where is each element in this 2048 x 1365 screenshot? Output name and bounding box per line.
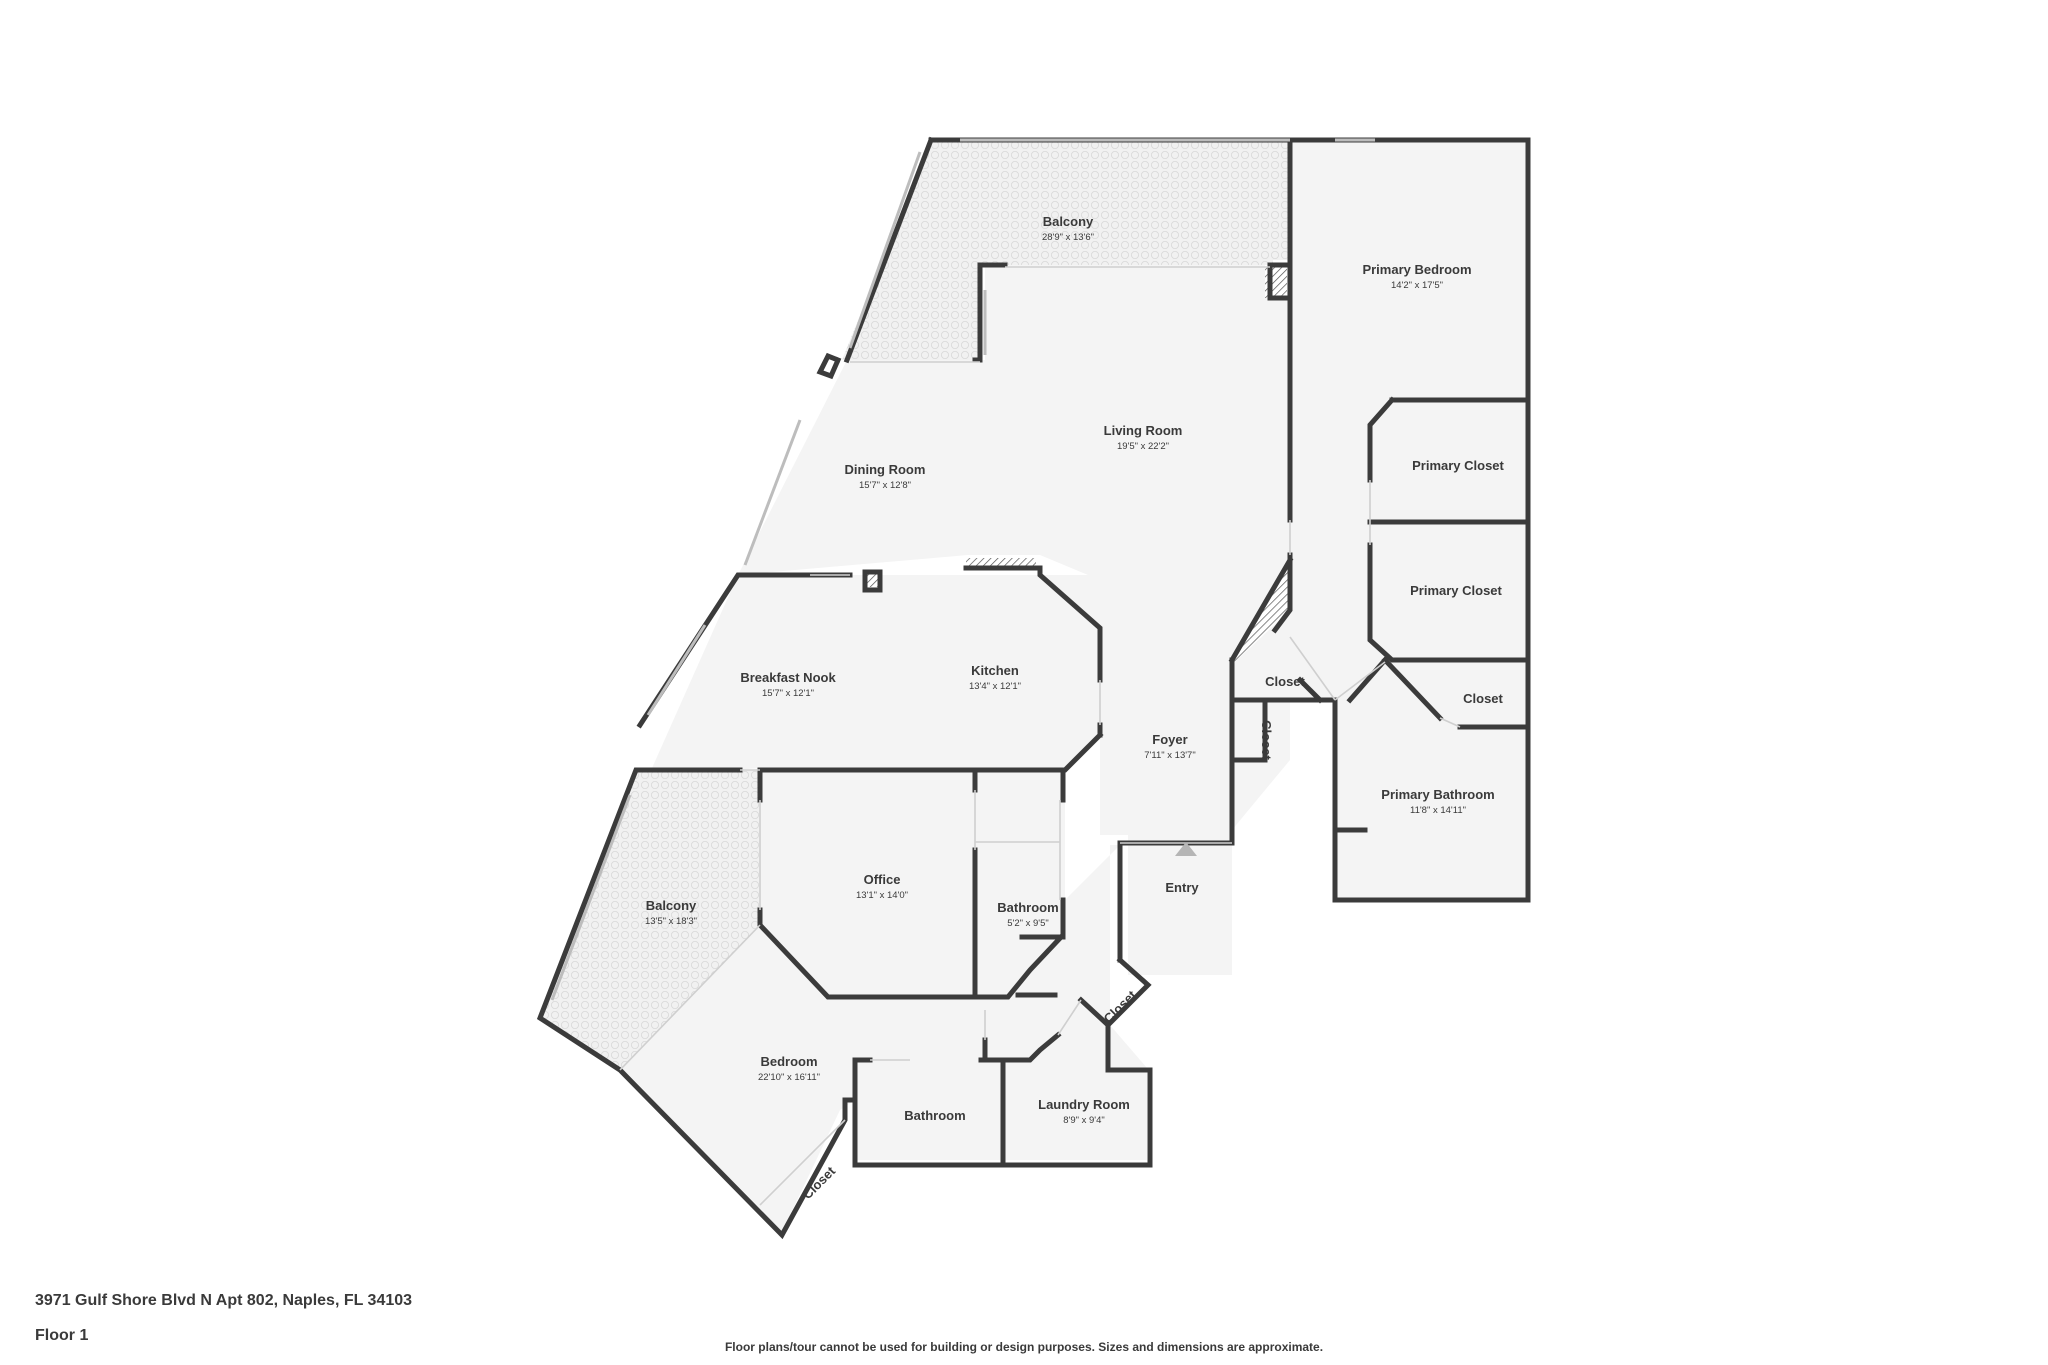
room-primary-bedroom-label: Primary Bedroom [1362, 262, 1471, 277]
floor-kitchen-nook [640, 575, 1100, 795]
floor-bath [857, 1060, 1003, 1160]
disclaimer-text: Floor plans/tour cannot be used for buil… [724, 1340, 1324, 1354]
floor-areas [620, 140, 1528, 1232]
room-bedroom-label: Bedroom [760, 1054, 817, 1069]
room-closet-primary-label: Closet [1463, 691, 1503, 706]
room-bedroom-dim: 22'10" x 16'11" [758, 1072, 820, 1083]
address-text: 3971 Gulf Shore Blvd N Apt 802, Naples, … [35, 1292, 413, 1309]
room-breakfast-nook-label: Breakfast Nook [740, 670, 836, 685]
room-living-room-dim: 19'5" x 22'2" [1117, 441, 1169, 452]
room-laundry-room-dim: 8'9" x 9'4" [1063, 1115, 1105, 1126]
room-balcony-top-label: Balcony [1043, 214, 1094, 229]
room-dining-room-dim: 15'7" x 12'8" [859, 480, 911, 491]
balcony-left-tiles [540, 770, 760, 1070]
room-kitchen-label: Kitchen [971, 663, 1019, 678]
room-office-label: Office [864, 872, 901, 887]
room-kitchen-dim: 13'4" x 12'1" [969, 681, 1021, 692]
room-laundry-room-label: Laundry Room [1038, 1097, 1130, 1112]
room-living-room-label: Living Room [1104, 423, 1183, 438]
room-balcony-top-dim: 28'9" x 13'6" [1042, 232, 1094, 243]
room-bathroom-bedroom-label: Bathroom [904, 1108, 965, 1123]
entry-arrow-icon [1175, 842, 1197, 856]
room-foyer-dim: 7'11" x 13'7" [1144, 750, 1195, 761]
floor-office [760, 770, 1065, 995]
column-counter [966, 558, 1036, 568]
room-dining-room-label: Dining Room [845, 462, 926, 477]
floor-laundry [1003, 1025, 1147, 1160]
room-primary-bathroom-dim: 11'8" x 14'11" [1410, 805, 1466, 816]
windows [550, 138, 1375, 1001]
room-balcony-left-label: Balcony [646, 898, 697, 913]
floor-bedroom [620, 845, 1120, 1232]
room-balcony-left-dim: 13'5" x 18'3" [645, 916, 697, 927]
room-closet-foyer-label: Closet [1265, 674, 1305, 689]
room-breakfast-nook-dim: 15'7" x 12'1" [762, 688, 814, 699]
room-primary-bathroom-label: Primary Bathroom [1381, 787, 1494, 802]
room-primary-bedroom-dim: 14'2" x 17'5" [1391, 280, 1443, 291]
floor-living-dining [738, 265, 1290, 975]
room-primary-closet-2-label: Primary Closet [1410, 583, 1502, 598]
balcony-top-tiles [842, 140, 1290, 360]
room-office-dim: 13'1" x 14'0" [856, 890, 908, 901]
room-closet-vertical-label: Closet [1259, 720, 1274, 760]
room-foyer-label: Foyer [1152, 732, 1187, 747]
room-primary-closet-1-label: Primary Closet [1412, 458, 1504, 473]
floor-label: Floor 1 [35, 1327, 89, 1344]
room-bathroom-small-label: Bathroom [997, 900, 1058, 915]
room-entry-label: Entry [1165, 880, 1199, 895]
doors [619, 266, 1461, 1206]
room-bathroom-small-dim: 5'2" x 9'5" [1007, 918, 1049, 929]
